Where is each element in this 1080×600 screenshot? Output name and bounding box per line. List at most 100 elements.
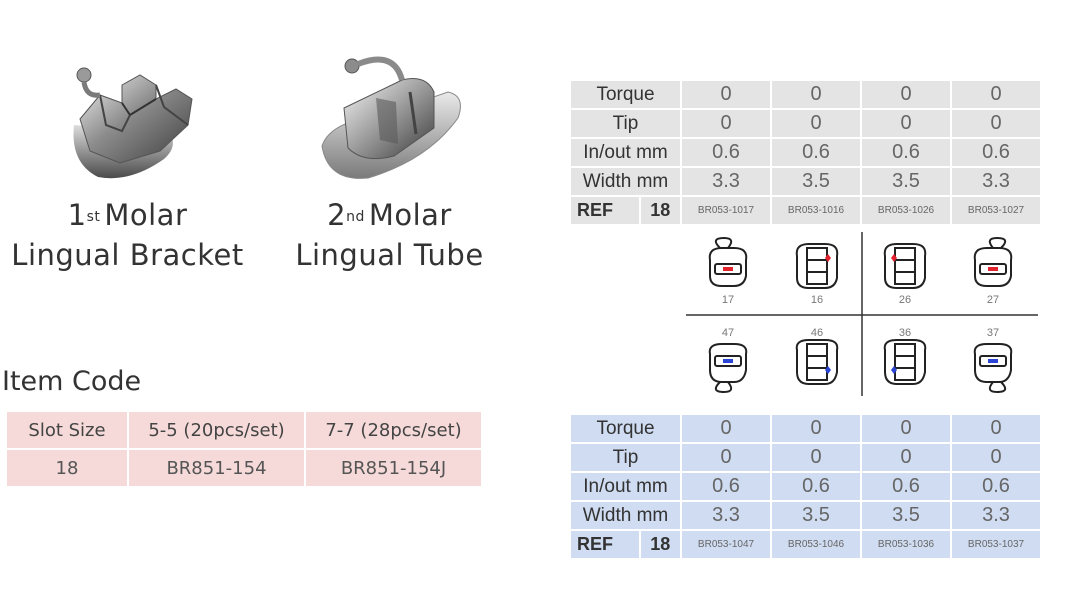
value-cell: 0 — [952, 415, 1040, 442]
value-cell: 0 — [682, 110, 770, 137]
tooth-17-bracket-icon — [708, 236, 748, 287]
upper-inout-row: In/out mm 0.6 0.6 0.6 0.6 — [571, 139, 1040, 166]
value-cell: 0 — [682, 81, 770, 108]
item-code-header: Slot Size — [7, 412, 127, 448]
value-cell: 0.6 — [772, 139, 860, 166]
row-label: Torque — [571, 415, 680, 442]
lower-spec-table: Torque 0 0 0 0 Tip 0 0 0 0 In/out mm 0.6… — [569, 413, 1042, 560]
value-cell: 0.6 — [862, 139, 950, 166]
value-cell: 0 — [772, 444, 860, 471]
slot-size: 18 — [640, 197, 680, 224]
value-cell: 3.3 — [682, 168, 770, 195]
value-cell: 0 — [772, 81, 860, 108]
upper-ref-row: REF 18 BR053-1017 BR053-1016 BR053-1026 … — [571, 197, 1040, 224]
item-code-header-row: Slot Size 5-5 (20pcs/set) 7-7 (28pcs/set… — [7, 412, 481, 448]
tooth-number-26: 26 — [898, 294, 912, 306]
value-cell: 3.3 — [952, 502, 1040, 529]
value-cell: 3.3 — [952, 168, 1040, 195]
molar-tube-number: 2 — [327, 198, 347, 232]
tooth-number-37: 37 — [986, 327, 1000, 339]
ref-code: BR053-1036 — [862, 531, 950, 558]
ref-code: BR053-1026 — [862, 197, 950, 224]
tooth-47-bracket-icon — [708, 343, 748, 394]
value-cell: 0.6 — [682, 473, 770, 500]
tooth-26-bracket-icon — [883, 243, 927, 289]
row-label: Torque — [571, 81, 680, 108]
value-cell: 0 — [862, 444, 950, 471]
value-cell: 0 — [952, 444, 1040, 471]
value-cell: 0 — [772, 110, 860, 137]
item-code-table: Slot Size 5-5 (20pcs/set) 7-7 (28pcs/set… — [5, 410, 483, 488]
value-cell: 0 — [772, 415, 860, 442]
lower-inout-row: In/out mm 0.6 0.6 0.6 0.6 — [571, 473, 1040, 500]
value-cell: 3.5 — [772, 168, 860, 195]
molar-bracket-number: 1 — [67, 198, 87, 232]
value-cell: 0.6 — [682, 139, 770, 166]
tooth-number-46: 46 — [810, 327, 824, 339]
tooth-number-36: 36 — [898, 327, 912, 339]
tooth-number-47: 47 — [721, 327, 735, 339]
item-code-value-row: 18 BR851-154 BR851-154J — [7, 450, 481, 486]
value-cell: 3.5 — [862, 168, 950, 195]
lower-tip-row: Tip 0 0 0 0 — [571, 444, 1040, 471]
tooth-number-27: 27 — [986, 294, 1000, 306]
upper-torque-row: Torque 0 0 0 0 — [571, 81, 1040, 108]
value-cell: 0 — [862, 415, 950, 442]
row-label: Width mm — [571, 502, 680, 529]
value-cell: 0 — [952, 110, 1040, 137]
ref-code: BR053-1027 — [952, 197, 1040, 224]
item-code-header: 7-7 (28pcs/set) — [306, 412, 481, 448]
ref-code: BR053-1016 — [772, 197, 860, 224]
lower-torque-row: Torque 0 0 0 0 — [571, 415, 1040, 442]
upper-spec-table: Torque 0 0 0 0 Tip 0 0 0 0 In/out mm 0.6… — [569, 79, 1042, 226]
tooth-37-bracket-icon — [973, 343, 1013, 394]
tooth-46-bracket-icon — [795, 339, 839, 385]
row-label: Tip — [571, 444, 680, 471]
value-cell: 0.6 — [772, 473, 860, 500]
ref-code: BR053-1047 — [682, 531, 770, 558]
molar-tube-line2: Lingual Tube — [295, 238, 484, 272]
lower-ref-row: REF 18 BR053-1047 BR053-1046 BR053-1036 … — [571, 531, 1040, 558]
tooth-36-bracket-icon — [883, 339, 927, 385]
lower-width-row: Width mm 3.3 3.5 3.5 3.3 — [571, 502, 1040, 529]
upper-width-row: Width mm 3.3 3.5 3.5 3.3 — [571, 168, 1040, 195]
upper-tip-row: Tip 0 0 0 0 — [571, 110, 1040, 137]
molar-lingual-bracket-image — [73, 67, 193, 179]
value-cell: 0.6 — [952, 139, 1040, 166]
value-cell: 3.5 — [862, 502, 950, 529]
value-cell: 0 — [682, 415, 770, 442]
row-label: In/out mm — [571, 139, 680, 166]
value-cell: 3.3 — [682, 502, 770, 529]
value-cell: 0 — [862, 110, 950, 137]
molar-tube-line1: Molar — [368, 198, 452, 232]
row-label: In/out mm — [571, 473, 680, 500]
molar-bracket-sup: st — [86, 209, 101, 225]
value-cell: 3.5 — [772, 502, 860, 529]
molar-bracket-line2: Lingual Bracket — [11, 238, 244, 272]
tooth-quadrant-diagram — [686, 232, 1038, 396]
item-code-cell: BR851-154J — [306, 450, 481, 486]
value-cell: 0.6 — [952, 473, 1040, 500]
ref-label: REF — [571, 531, 639, 558]
row-label: Width mm — [571, 168, 680, 195]
molar-lingual-tube-image — [321, 56, 461, 179]
slot-size: 18 — [640, 531, 680, 558]
tooth-16-bracket-icon — [795, 243, 839, 289]
molar-tube-sup: nd — [346, 209, 365, 225]
ref-label: REF — [571, 197, 639, 224]
item-code-cell: BR851-154 — [129, 450, 304, 486]
ref-code: BR053-1017 — [682, 197, 770, 224]
tooth-number-17: 17 — [721, 294, 735, 306]
item-code-cell: 18 — [7, 450, 127, 486]
value-cell: 0 — [682, 444, 770, 471]
ref-code: BR053-1046 — [772, 531, 860, 558]
item-code-header: 5-5 (20pcs/set) — [129, 412, 304, 448]
item-code-title: Item Code — [2, 366, 142, 397]
ref-code: BR053-1037 — [952, 531, 1040, 558]
value-cell: 0.6 — [862, 473, 950, 500]
value-cell: 0 — [862, 81, 950, 108]
